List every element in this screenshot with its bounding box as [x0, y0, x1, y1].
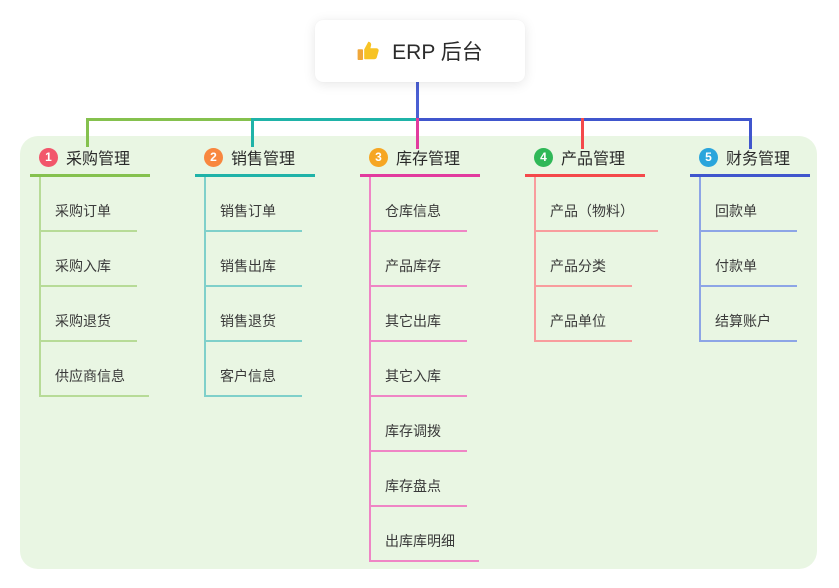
connector-drop-inventory: [416, 118, 419, 149]
branch-children-procurement: 采购订单 采购入库 采购退货 供应商信息: [39, 177, 150, 397]
branch-title-label: 采购管理: [66, 151, 131, 168]
branch-title-label: 库存管理: [396, 151, 461, 168]
mindmap-canvas: [20, 136, 817, 569]
node-stock-transfer[interactable]: 库存调拨: [371, 397, 467, 452]
connector-drop-sales: [251, 118, 254, 147]
node-payment-order[interactable]: 付款单: [701, 232, 797, 287]
branch-children-inventory: 仓库信息 产品库存 其它出库 其它入库 库存调拨 库存盘点 出库库明细: [369, 177, 480, 562]
node-stock-taking[interactable]: 库存盘点: [371, 452, 467, 507]
node-purchase-order[interactable]: 采购订单: [41, 177, 137, 232]
node-other-outbound[interactable]: 其它出库: [371, 287, 467, 342]
connector-horizontal-finance: [416, 118, 752, 121]
branch-product: 4 产品管理 产品（物料） 产品分类 产品单位: [525, 147, 658, 342]
badge-5: 5: [699, 147, 718, 167]
branch-sales: 2 销售管理 销售订单 销售出库 销售退货 客户信息: [195, 147, 315, 397]
node-purchase-return[interactable]: 采购退货: [41, 287, 137, 342]
connector-trunk: [416, 82, 419, 119]
branch-children-sales: 销售订单 销售出库 销售退货 客户信息: [204, 177, 315, 397]
connector-drop-finance: [749, 118, 752, 149]
connector-drop-procurement: [86, 118, 89, 147]
node-supplier-info[interactable]: 供应商信息: [41, 342, 149, 397]
node-customer-info[interactable]: 客户信息: [206, 342, 302, 397]
node-sales-return[interactable]: 销售退货: [206, 287, 302, 342]
branch-title-finance[interactable]: 5 财务管理: [690, 147, 810, 177]
branch-title-label: 产品管理: [561, 151, 626, 168]
branch-title-product[interactable]: 4 产品管理: [525, 147, 645, 177]
branch-title-inventory[interactable]: 3 库存管理: [360, 147, 480, 177]
badge-3: 3: [369, 147, 388, 167]
node-settlement-account[interactable]: 结算账户: [701, 287, 797, 342]
node-stock-detail[interactable]: 出库库明细: [371, 507, 479, 562]
branch-children-finance: 回款单 付款单 结算账户: [699, 177, 810, 342]
badge-4: 4: [534, 147, 553, 167]
node-product-material[interactable]: 产品（物料）: [536, 177, 658, 232]
branch-title-label: 销售管理: [231, 151, 296, 168]
node-product-stock[interactable]: 产品库存: [371, 232, 467, 287]
node-other-inbound[interactable]: 其它入库: [371, 342, 467, 397]
branch-inventory: 3 库存管理 仓库信息 产品库存 其它出库 其它入库 库存调拨 库存盘点 出库库…: [360, 147, 480, 562]
branch-title-sales[interactable]: 2 销售管理: [195, 147, 315, 177]
node-product-unit[interactable]: 产品单位: [536, 287, 632, 342]
thumbs-up-icon: [357, 39, 381, 63]
connector-horizontal-procurement: [86, 118, 254, 121]
node-product-category[interactable]: 产品分类: [536, 232, 632, 287]
root-label: ERP 后台: [392, 41, 483, 64]
connector-horizontal-sales: [251, 118, 419, 121]
badge-1: 1: [39, 147, 58, 167]
node-sales-order[interactable]: 销售订单: [206, 177, 302, 232]
node-purchase-inbound[interactable]: 采购入库: [41, 232, 137, 287]
branch-procurement: 1 采购管理 采购订单 采购入库 采购退货 供应商信息: [30, 147, 150, 397]
badge-2: 2: [204, 147, 223, 167]
branch-finance: 5 财务管理 回款单 付款单 结算账户: [690, 147, 810, 342]
connector-drop-product: [581, 118, 584, 149]
node-warehouse-info[interactable]: 仓库信息: [371, 177, 467, 232]
branch-children-product: 产品（物料） 产品分类 产品单位: [534, 177, 658, 342]
branch-title-label: 财务管理: [726, 151, 791, 168]
branch-title-procurement[interactable]: 1 采购管理: [30, 147, 150, 177]
root-node[interactable]: ERP 后台: [315, 20, 525, 82]
node-sales-outbound[interactable]: 销售出库: [206, 232, 302, 287]
node-receipt-order[interactable]: 回款单: [701, 177, 797, 232]
